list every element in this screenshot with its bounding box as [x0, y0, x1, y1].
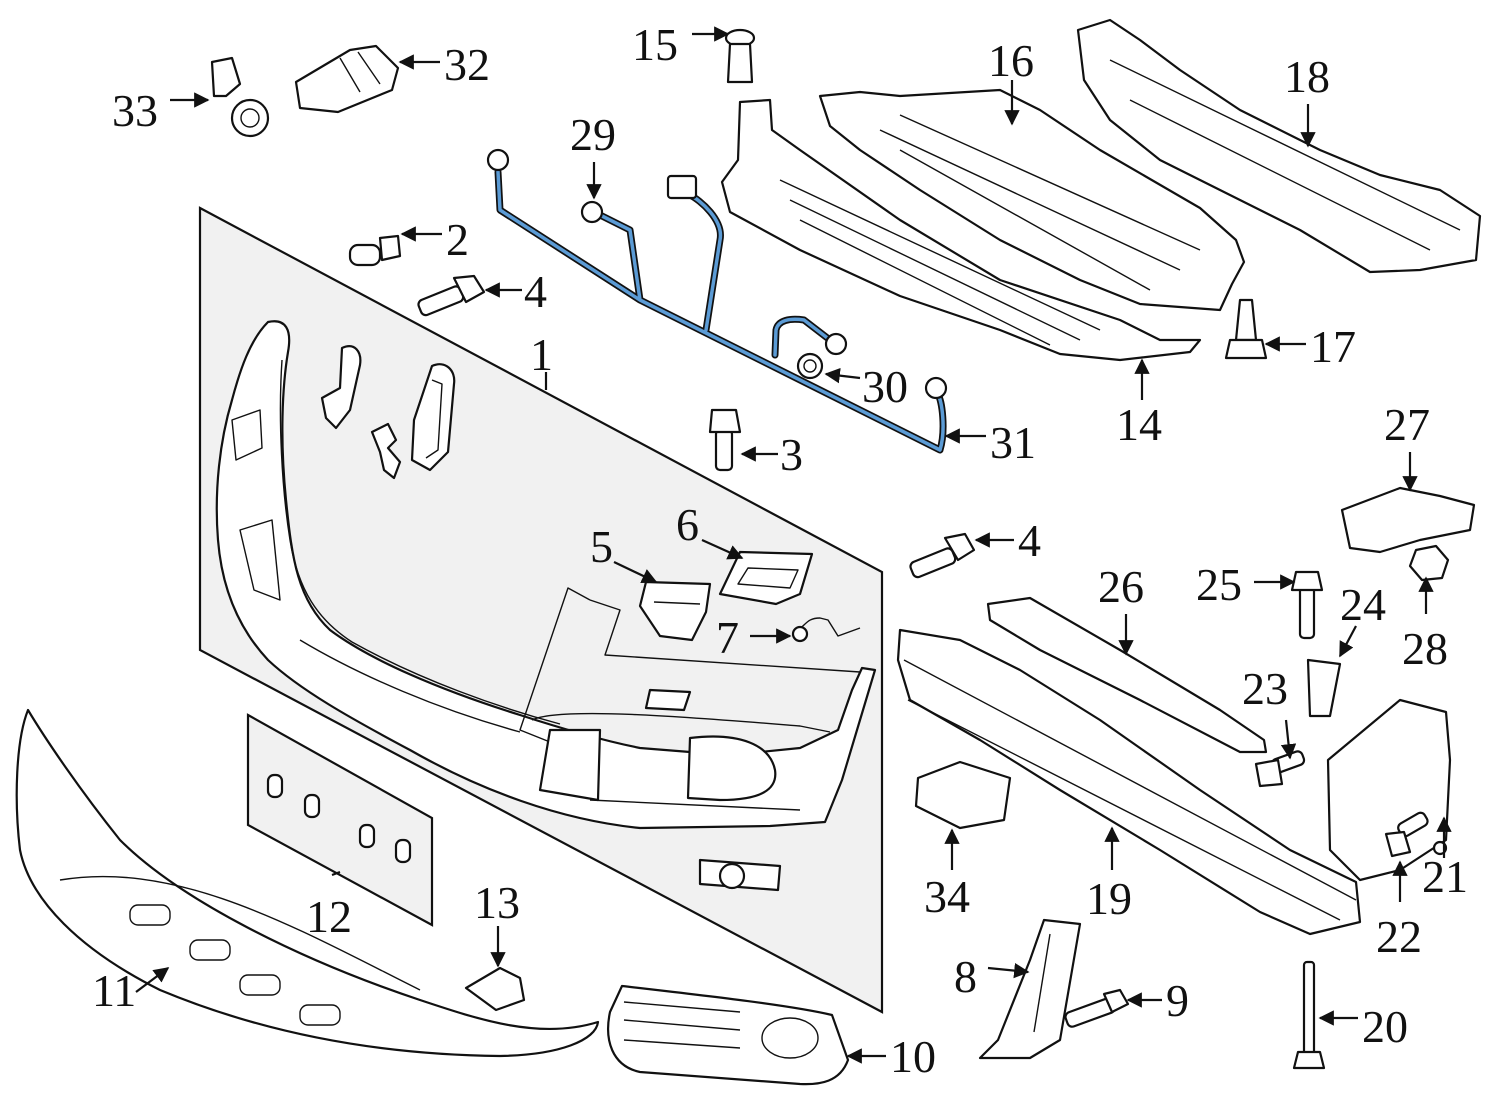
bumper-cover: [215, 320, 877, 830]
callout-24: 24: [1340, 579, 1386, 630]
callout-19: 19: [1086, 873, 1132, 924]
grommet-30: [796, 352, 824, 380]
radiator-air-deflector: [720, 98, 1202, 362]
upper-reinforcement: [986, 596, 1268, 754]
callout-2: 2: [446, 214, 469, 265]
callout-7: 7: [716, 612, 739, 663]
bolt-9: [1064, 988, 1130, 1028]
callout-9: 9: [1166, 975, 1189, 1026]
splash-shield: [818, 88, 1246, 312]
bolt-20: [1292, 960, 1326, 1070]
screw-3: [708, 408, 742, 472]
bolt-4-upper: [417, 274, 486, 317]
callout-3: 3: [780, 429, 803, 480]
callout-8: 8: [954, 951, 977, 1002]
energy-absorber: [1076, 18, 1482, 274]
bolt-4-lower: [909, 532, 976, 579]
callout-33: 33: [112, 85, 158, 136]
callout-20: 20: [1362, 1001, 1408, 1052]
sensor-bracket-boss: [718, 862, 746, 890]
callout-5: 5: [590, 521, 613, 572]
mount-bracket-27: [1340, 486, 1476, 554]
fog-lamp-grille: [607, 984, 850, 1086]
fastener-kit-pins: [266, 773, 412, 864]
callout-32: 32: [444, 39, 490, 90]
callout-11: 11: [92, 965, 136, 1016]
tow-hook-cover-5: [638, 580, 712, 642]
callout-13: 13: [474, 877, 520, 928]
impact-bar: [896, 628, 1362, 936]
leader-lines: [135, 26, 1452, 1064]
retainer-clip-13: [464, 966, 526, 1012]
callout-31: 31: [990, 417, 1036, 468]
callout-30: 30: [862, 361, 908, 412]
side-support-21: [1326, 698, 1452, 882]
control-module-34: [914, 760, 1012, 830]
callout-4a: 4: [524, 266, 547, 317]
callout-21: 21: [1422, 851, 1468, 902]
callout-29: 29: [570, 109, 616, 160]
callout-4b: 4: [1018, 515, 1041, 566]
callout-12: 12: [306, 891, 352, 942]
sensor-wire-7-plug: [791, 625, 809, 643]
sensor-32: [294, 44, 400, 114]
callout-26: 26: [1098, 561, 1144, 612]
bracket-clip: [370, 422, 402, 480]
callout-17: 17: [1310, 321, 1356, 372]
callout-23: 23: [1242, 663, 1288, 714]
wiring-harness: [486, 148, 948, 454]
callout-6: 6: [676, 499, 699, 550]
callout-25: 25: [1196, 559, 1242, 610]
callout-27: 27: [1384, 399, 1430, 450]
fastener-kit-panel: [246, 713, 434, 927]
callout-16: 16: [988, 35, 1034, 86]
nut-28: [1408, 544, 1450, 582]
callout-14: 14: [1116, 399, 1162, 450]
callout-34: 34: [924, 871, 970, 922]
callout-1: 1: [530, 329, 553, 380]
sensor-ring-33: [210, 56, 270, 138]
bolt-25: [1290, 570, 1324, 640]
grille-insert-right: [410, 363, 456, 472]
grille-insert-left: [320, 345, 362, 430]
clip-2: [348, 234, 402, 267]
bolt-17: [1224, 298, 1268, 360]
bolt-23: [1254, 750, 1306, 788]
bolt-22: [1384, 811, 1429, 858]
callout-22: 22: [1376, 911, 1422, 962]
callout-10: 10: [890, 1031, 936, 1082]
bracket-24: [1306, 658, 1342, 718]
bracket-8: [978, 918, 1082, 1060]
callout-28: 28: [1402, 623, 1448, 674]
callout-15: 15: [632, 19, 678, 70]
rivet-15: [724, 28, 756, 84]
tow-hook-cover-6: [718, 550, 814, 606]
callout-18: 18: [1284, 51, 1330, 102]
